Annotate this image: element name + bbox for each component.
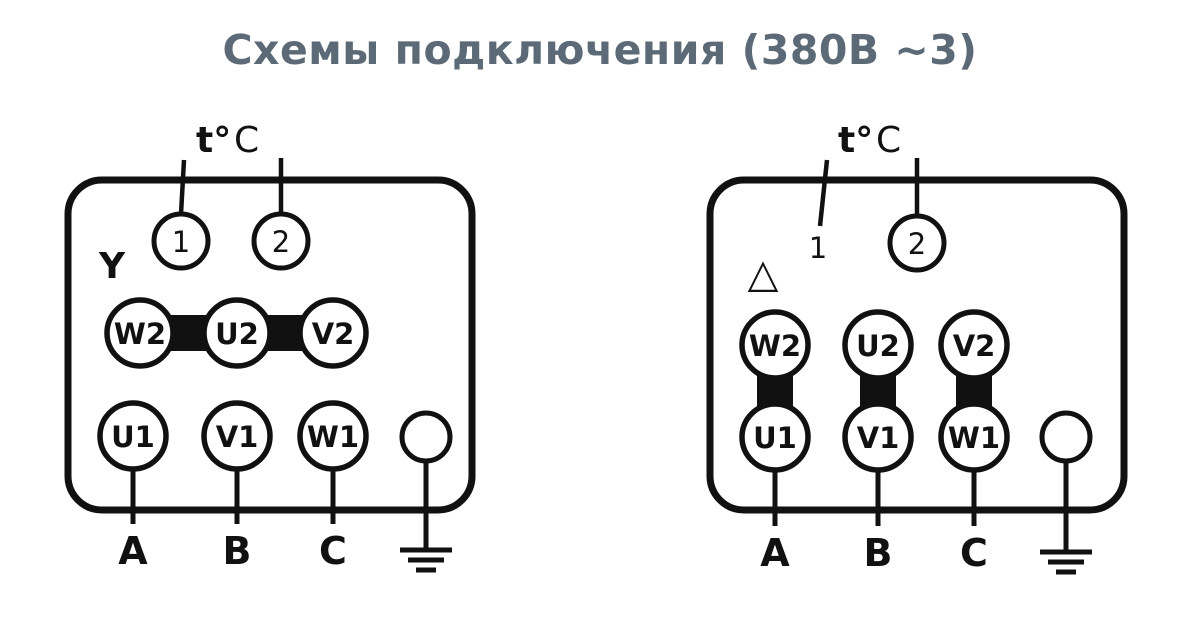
thermal-sensor-unit: C: [876, 120, 901, 161]
terminal-u2: [201, 297, 273, 369]
delta-symbol: △: [748, 251, 779, 297]
sensor-terminal-1: [151, 211, 211, 271]
terminal-v1-label: V1: [857, 421, 900, 455]
phase-label-a: A: [760, 531, 790, 575]
thermal-sensor-unit: C: [234, 120, 259, 161]
star-symbol: Y: [98, 246, 126, 287]
thermal-sensor-label: t°: [196, 120, 231, 161]
terminal-v2: [938, 309, 1010, 381]
sensor-terminal-2-label: 2: [272, 225, 290, 259]
terminal-w1-label: W1: [948, 421, 1000, 455]
terminal-v1: [842, 401, 914, 473]
delta-connection-diagram: t° C 1 2 △ W2 U2 V2: [706, 120, 1128, 575]
page-title: Схемы подключения (380В ~3): [222, 26, 978, 74]
terminal-u1-label: U1: [753, 421, 797, 455]
phase-label-c: C: [960, 531, 988, 575]
terminal-u2-label: U2: [215, 317, 259, 351]
terminal-w1: [938, 401, 1010, 473]
star-connection-diagram: t° C 1 2 Y W2 U2 V2: [64, 120, 476, 573]
ground-terminal: [1039, 410, 1093, 464]
sensor-terminal-2: [887, 213, 947, 273]
terminal-v2-label: V2: [953, 329, 996, 363]
ground-terminal: [399, 410, 453, 464]
terminal-w2: [739, 309, 811, 381]
terminal-u1: [739, 401, 811, 473]
sensor-terminal-2: [251, 211, 311, 271]
terminal-u1-label: U1: [111, 420, 155, 454]
terminal-v1-label: V1: [216, 420, 259, 454]
thermal-sensor-label: t°: [838, 120, 873, 161]
terminal-v2: [297, 297, 369, 369]
terminal-v1: [201, 400, 273, 472]
phase-label-b: B: [864, 531, 893, 575]
sensor-terminal-2-label: 2: [908, 227, 926, 261]
terminal-u2-label: U2: [856, 329, 900, 363]
phase-label-c: C: [319, 529, 347, 573]
phase-label-a: A: [118, 529, 148, 573]
sensor-terminal-1-label: 1: [809, 231, 827, 265]
terminal-box: [64, 176, 476, 514]
sensor-lead-1: [817, 159, 830, 227]
sensor-lead-1: [178, 159, 187, 215]
terminal-u2: [842, 309, 914, 381]
terminal-v2-label: V2: [312, 317, 355, 351]
terminal-w2-label: W2: [114, 317, 166, 351]
terminal-w1-label: W1: [307, 420, 359, 454]
earth-icon: [1040, 549, 1092, 575]
terminal-w2-label: W2: [749, 329, 801, 363]
sensor-terminal-1-label: 1: [172, 225, 190, 259]
terminal-w2: [104, 297, 176, 369]
terminal-w1: [297, 400, 369, 472]
earth-icon: [400, 547, 452, 573]
phase-label-b: B: [223, 529, 252, 573]
terminal-u1: [97, 400, 169, 472]
